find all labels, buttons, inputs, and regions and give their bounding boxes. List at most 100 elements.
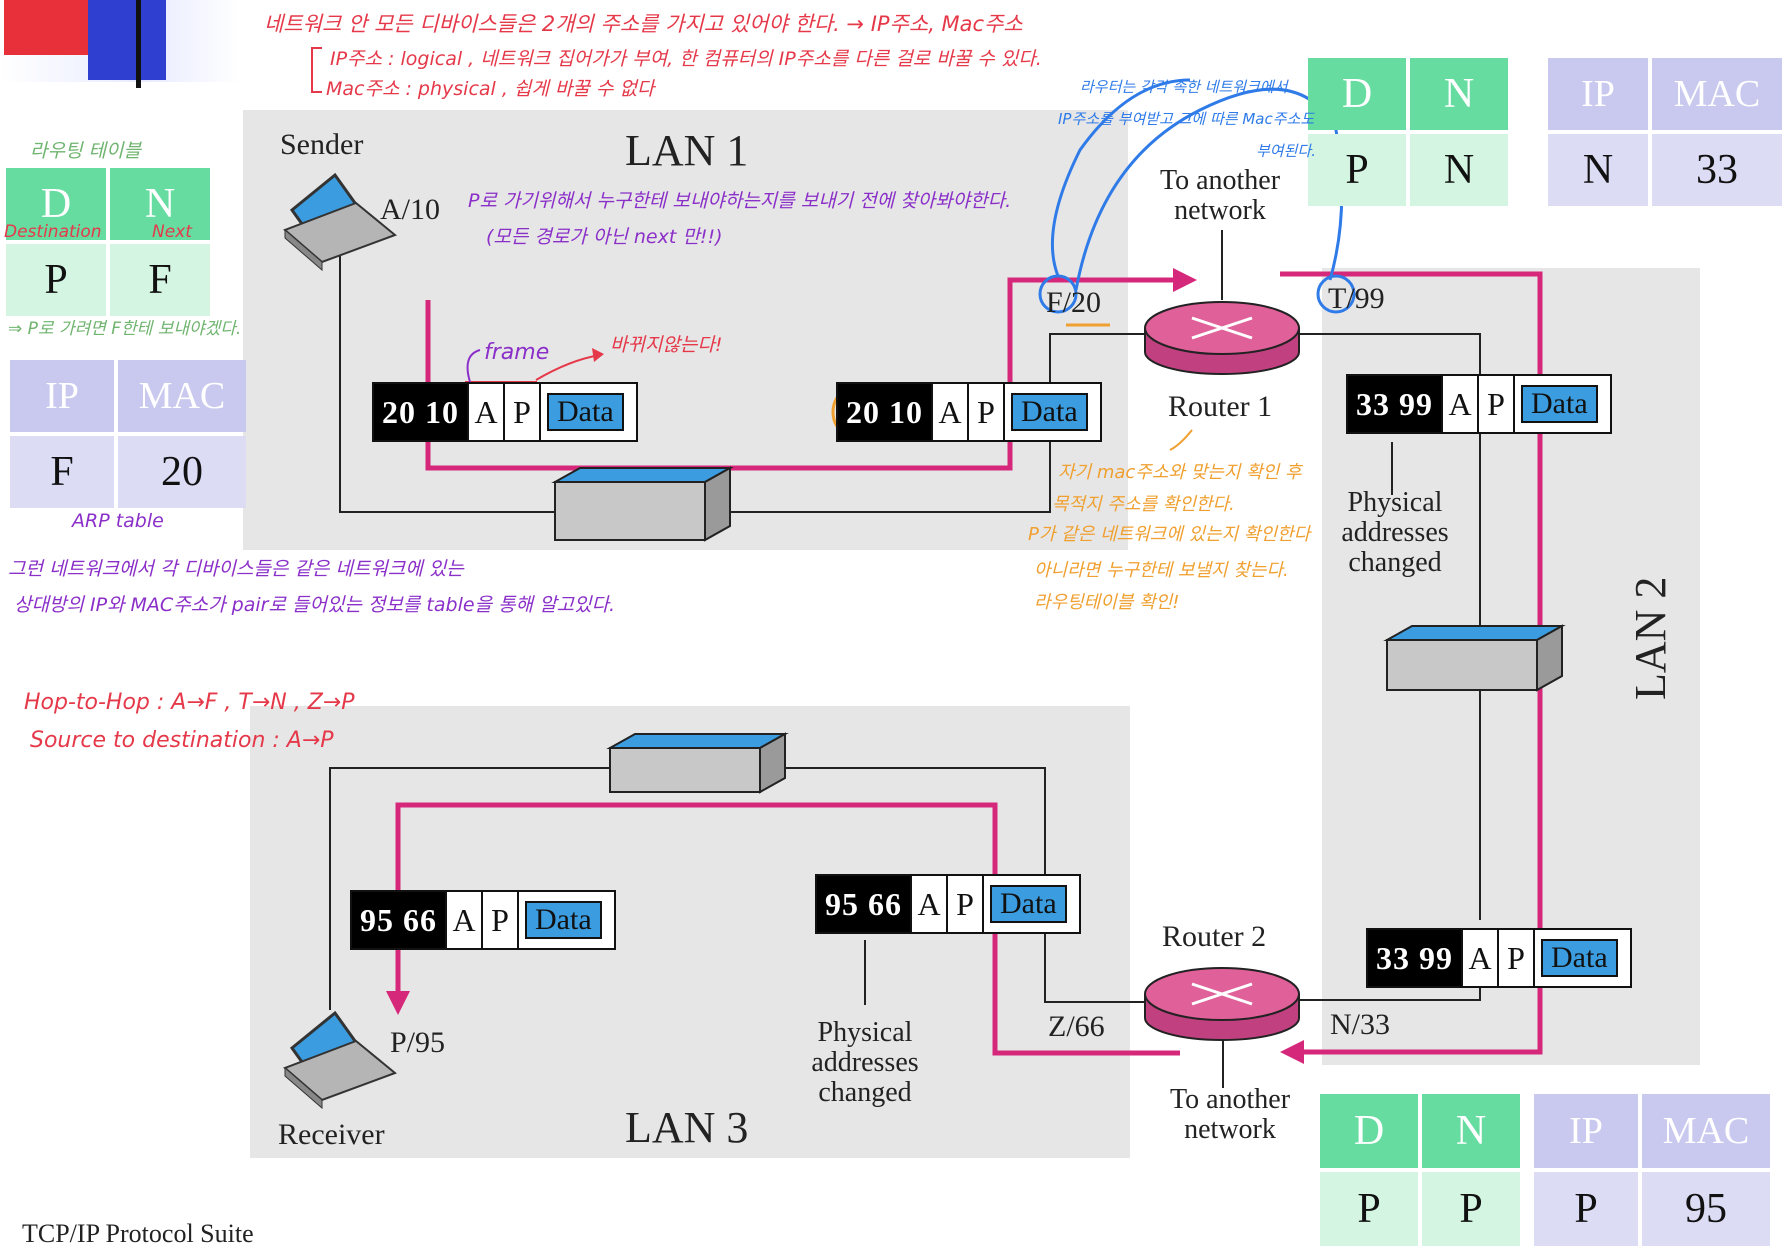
note-routing-explain: ⇒ P로 가려면 F한테 보내야겠다. — [8, 319, 242, 339]
table-cell: N — [1548, 134, 1648, 206]
note-router-addr-2: IP주소를 부여받고 그에 따른 Mac주소도 — [1058, 110, 1315, 128]
frame-dest-ip: P — [481, 892, 517, 948]
frame-mac-addresses: 33 99 — [1348, 376, 1441, 432]
physical-changed-2: Physical addresses changed — [811, 1017, 919, 1108]
logo-line — [136, 0, 141, 88]
frame-source-ip: A — [467, 384, 503, 440]
to-another-network-1: To another network — [1159, 165, 1281, 226]
lan3-label: LAN 3 — [625, 1103, 749, 1152]
frame-lan2-bottom: 33 99 A P Data — [1366, 928, 1632, 988]
note-router1-2: 목적지 주소를 확인한다. — [1052, 494, 1235, 515]
frame-dest-ip: P — [946, 876, 982, 932]
frame-dest-ip: P — [1497, 930, 1533, 986]
table-header-mac: MAC — [118, 360, 246, 432]
switch-lan1 — [551, 466, 734, 542]
frame-dest-ip: P — [967, 384, 1003, 440]
note-two-addresses: 네트워크 안 모든 디바이스들은 2개의 주소를 가지고 있어야 한다. → I… — [264, 12, 1023, 36]
table-cell: P — [1534, 1172, 1638, 1246]
to-another-network-2: To another network — [1169, 1084, 1291, 1145]
frame-data: Data — [1011, 393, 1088, 431]
note-next-only: (모든 경로가 아닌 next 만!!) — [486, 226, 723, 248]
frame-data: Data — [525, 901, 602, 939]
note-sender-lookup: P로 가기위해서 누구한테 보내야하는지를 보내기 전에 찾아봐야한다. — [468, 190, 1012, 212]
frame-lan3-router: 95 66 A P Data — [815, 874, 1081, 934]
routing-table-bottom: D N P P — [1320, 1094, 1520, 1246]
note-router1-5: 라우팅테이블 확인! — [1034, 592, 1180, 613]
frame-lan1-router: 20 10 A P Data — [836, 382, 1102, 442]
lan1-label: LAN 1 — [625, 126, 749, 175]
frame-source-ip: A — [910, 876, 946, 932]
frame-mac-addresses: 20 10 — [838, 384, 931, 440]
frame-mac-addresses: 95 66 — [352, 892, 445, 948]
table-cell: 20 — [118, 436, 246, 508]
table-header-next: N — [1422, 1094, 1520, 1168]
receiver-address: P/95 — [390, 1026, 446, 1059]
frame-source-ip: A — [931, 384, 967, 440]
table-cell: F — [10, 436, 114, 508]
note-next: Next — [152, 222, 192, 242]
frame-data: Data — [1541, 939, 1618, 977]
table-cell: P — [6, 244, 106, 316]
note-hop-to-hop: Hop-to-Hop : A→F , T→N , Z→P — [24, 690, 355, 715]
arp-table-top-right: IP MAC N 33 — [1548, 58, 1782, 206]
note-unchanged: 바뀌지않는다! — [610, 334, 723, 356]
frame-data: Data — [1521, 385, 1598, 423]
note-router-addr-3: 부여된다. — [1256, 142, 1316, 160]
note-mac-address: Mac주소 : physical , 쉽게 바꿀 수 없다 — [326, 78, 655, 100]
table-cell: P — [1320, 1172, 1418, 1246]
sender-address: A/10 — [380, 193, 440, 226]
table-header-ip: IP — [10, 360, 114, 432]
path-arrow-router2 — [1280, 1040, 1304, 1064]
lan2-label: LAN 2 — [1626, 576, 1675, 700]
table-cell: 33 — [1652, 134, 1782, 206]
sender-label: Sender — [280, 128, 364, 161]
physical-changed-1: Physical addresses changed — [1341, 487, 1449, 578]
note-ip-address: IP주소 : logical , 네트워크 집어가가 부여, 한 컴퓨터의 IP… — [330, 48, 1042, 70]
path-arrow-router1 — [1173, 268, 1197, 292]
frame-mac-addresses: 33 99 — [1368, 930, 1461, 986]
note-frame: frame — [484, 340, 550, 365]
frame-lan2-top: 33 99 A P Data — [1346, 374, 1612, 434]
frame-mac-addresses: 20 10 — [374, 384, 467, 440]
note-arp-explain-2: 상대방의 IP와 MAC주소가 pair로 들어있는 정보를 table을 통해… — [14, 594, 616, 616]
router2-label: Router 2 — [1162, 920, 1267, 953]
note-destination: Destination — [4, 222, 102, 242]
router2-right-port: N/33 — [1330, 1008, 1390, 1041]
footer-title: TCP/IP Protocol Suite — [22, 1219, 254, 1248]
table-header-destination: D — [1308, 58, 1406, 130]
frame-source-ip: A — [445, 892, 481, 948]
routing-table-left: D N P F — [6, 168, 210, 316]
note-router1-4: 아니라면 누구한테 보낼지 찾는다. — [1034, 560, 1289, 581]
table-cell: P — [1308, 134, 1406, 206]
frame-lan1-sender: 20 10 A P Data — [372, 382, 638, 442]
note-arp-label: ARP table — [72, 510, 164, 532]
sender-laptop — [283, 172, 397, 272]
frame-data: Data — [547, 393, 624, 431]
table-header-mac: MAC — [1642, 1094, 1770, 1168]
table-header-mac: MAC — [1652, 58, 1782, 130]
frame-source-ip: A — [1461, 930, 1497, 986]
router2-shape — [1144, 967, 1300, 1041]
note-routing-title: 라우팅 테이블 — [30, 140, 141, 162]
table-cell: F — [110, 244, 210, 316]
frame-dest-ip: P — [1477, 376, 1513, 432]
receiver-label: Receiver — [278, 1118, 385, 1151]
arp-table-left: IP MAC F 20 — [10, 360, 246, 508]
table-header-next: N — [1410, 58, 1508, 130]
router2-left-port: Z/66 — [1048, 1010, 1105, 1043]
switch-lan3 — [606, 732, 789, 794]
table-cell: 95 — [1642, 1172, 1770, 1246]
frame-lan3-receiver: 95 66 A P Data — [350, 890, 616, 950]
table-cell: P — [1422, 1172, 1520, 1246]
note-router1-1: 자기 mac주소와 맞는지 확인 후 — [1058, 462, 1302, 483]
frame-source-ip: A — [1441, 376, 1477, 432]
frame-dest-ip: P — [503, 384, 539, 440]
note-source-to-destination: Source to destination : A→P — [30, 728, 334, 753]
wires — [329, 230, 1481, 1088]
router1-shape — [1144, 301, 1300, 375]
arp-table-bottom: IP MAC P 95 — [1534, 1094, 1770, 1246]
note-router1-3: P가 같은 네트워크에 있는지 확인한다 — [1028, 524, 1311, 545]
table-header-ip: IP — [1534, 1094, 1638, 1168]
